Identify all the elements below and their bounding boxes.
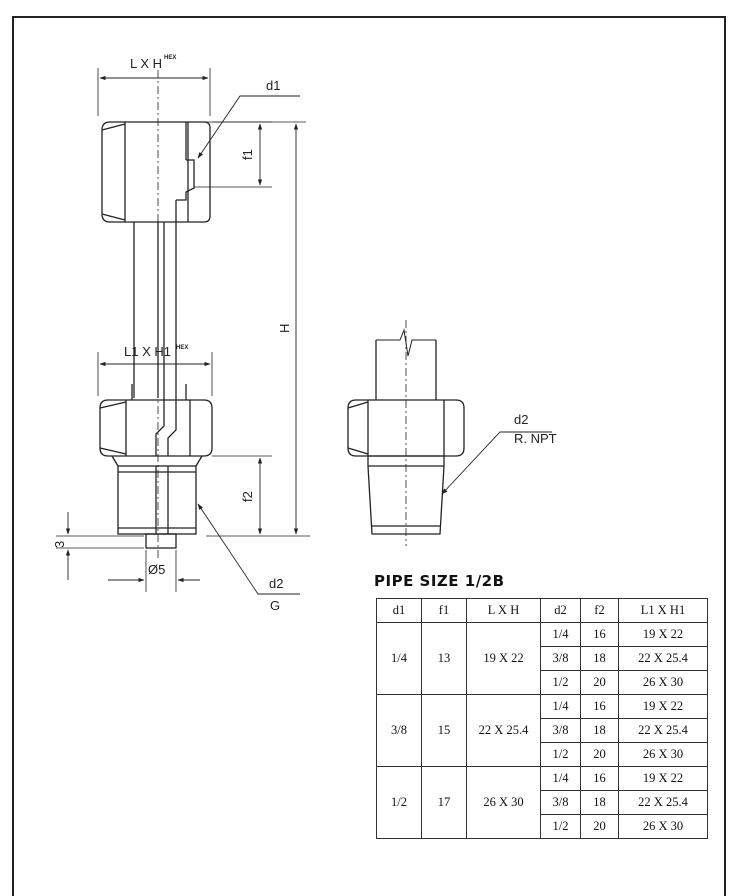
cell-f2: 20 bbox=[580, 742, 619, 767]
label-d1: d1 bbox=[266, 78, 280, 93]
label-lxh: L X H bbox=[130, 56, 162, 71]
label-d2-right: d2 bbox=[514, 412, 528, 427]
cell-d1: 1/4 bbox=[376, 622, 422, 695]
middle-hex-nut bbox=[99, 384, 213, 457]
table-row: 3/8 15 22 X 25.4 1/4 16 19 X 22 bbox=[376, 694, 708, 767]
leader-d1 bbox=[197, 95, 300, 159]
npt-hex-nut bbox=[347, 399, 465, 457]
label-hex-mid: HEX bbox=[176, 345, 188, 351]
label-f1: f1 bbox=[240, 149, 255, 160]
cell-f2: 16 bbox=[580, 766, 619, 791]
cell-lxh: 26 X 30 bbox=[466, 766, 541, 839]
cell-l1xh1: 19 X 22 bbox=[618, 694, 708, 719]
table-row: 3/8 18 22 X 25.4 bbox=[377, 718, 708, 743]
header-f2: f2 bbox=[580, 598, 619, 623]
cell-d2: 1/4 bbox=[540, 694, 581, 719]
cell-d2: 1/2 bbox=[540, 814, 581, 839]
cell-l1xh1: 26 X 30 bbox=[618, 670, 708, 695]
table-row: 3/8 18 22 X 25.4 bbox=[377, 790, 708, 815]
table-title: PIPE SIZE 1/2B bbox=[374, 572, 505, 590]
cell-d2: 3/8 bbox=[540, 790, 581, 815]
table-header-row: d1 f1 L X H d2 f2 L1 X H1 bbox=[376, 598, 708, 623]
label-dia5: Ø5 bbox=[148, 562, 165, 577]
cell-lxh: 22 X 25.4 bbox=[466, 694, 541, 767]
fitting-drawing: L X H HEX d1 f1 H L1 X H1 HEX f2 3 Ø5 d2… bbox=[52, 55, 557, 613]
cell-l1xh1: 22 X 25.4 bbox=[618, 790, 708, 815]
cell-l1xh1: 26 X 30 bbox=[618, 814, 708, 839]
table-row: 3/8 18 22 X 25.4 bbox=[377, 646, 708, 671]
cell-f2: 16 bbox=[580, 622, 619, 647]
cell-d2: 1/4 bbox=[540, 766, 581, 791]
cell-f2: 18 bbox=[580, 790, 619, 815]
cell-f2: 16 bbox=[580, 694, 619, 719]
label-dim3: 3 bbox=[52, 541, 67, 548]
cell-f1: 13 bbox=[421, 622, 467, 695]
cell-l1xh1: 22 X 25.4 bbox=[618, 718, 708, 743]
table-row: 1/4 13 19 X 22 1/4 16 19 X 22 bbox=[376, 622, 708, 695]
cell-f2: 20 bbox=[580, 670, 619, 695]
threaded-stem bbox=[111, 455, 203, 549]
tube bbox=[133, 122, 195, 400]
table-row: 1/2 17 26 X 30 1/4 16 19 X 22 bbox=[376, 766, 708, 839]
cell-d1: 1/2 bbox=[376, 766, 422, 839]
header-d1: d1 bbox=[376, 598, 422, 623]
cell-d2: 1/2 bbox=[540, 670, 581, 695]
cell-f2: 18 bbox=[580, 646, 619, 671]
header-d2: d2 bbox=[540, 598, 581, 623]
cell-lxh: 19 X 22 bbox=[466, 622, 541, 695]
cell-l1xh1: 19 X 22 bbox=[618, 766, 708, 791]
cell-f2: 20 bbox=[580, 814, 619, 839]
cell-f2: 18 bbox=[580, 718, 619, 743]
cell-d2: 3/8 bbox=[540, 646, 581, 671]
label-d2-left: d2 bbox=[269, 576, 283, 591]
cell-l1xh1: 22 X 25.4 bbox=[618, 646, 708, 671]
header-l1xh1: L1 X H1 bbox=[618, 598, 708, 623]
cell-f1: 17 bbox=[421, 766, 467, 839]
table-row: 1/2 20 26 X 30 bbox=[377, 670, 708, 695]
header-f1: f1 bbox=[421, 598, 467, 623]
cell-f1: 15 bbox=[421, 694, 467, 767]
leader-d2-npt bbox=[441, 431, 552, 495]
label-h: H bbox=[277, 324, 292, 333]
header-lxh: L X H bbox=[466, 598, 541, 623]
drawing-frame bbox=[12, 16, 726, 896]
cell-l1xh1: 26 X 30 bbox=[618, 742, 708, 767]
cell-l1xh1: 19 X 22 bbox=[618, 622, 708, 647]
cell-d2: 1/4 bbox=[540, 622, 581, 647]
label-hex-top: HEX bbox=[164, 55, 176, 61]
label-g: G bbox=[270, 598, 280, 613]
leader-d2-g bbox=[197, 503, 300, 595]
spec-table: d1 f1 L X H d2 f2 L1 X H1 1/4 13 19 X 22… bbox=[376, 598, 708, 839]
cell-d2: 3/8 bbox=[540, 718, 581, 743]
cell-d1: 3/8 bbox=[376, 694, 422, 767]
label-l1xh1: L1 X H1 bbox=[124, 344, 171, 359]
label-npt: R. NPT bbox=[514, 431, 557, 446]
cell-d2: 1/2 bbox=[540, 742, 581, 767]
top-hex-nut bbox=[101, 121, 211, 223]
table-row: 1/2 20 26 X 30 bbox=[377, 814, 708, 839]
label-f2: f2 bbox=[240, 491, 255, 502]
